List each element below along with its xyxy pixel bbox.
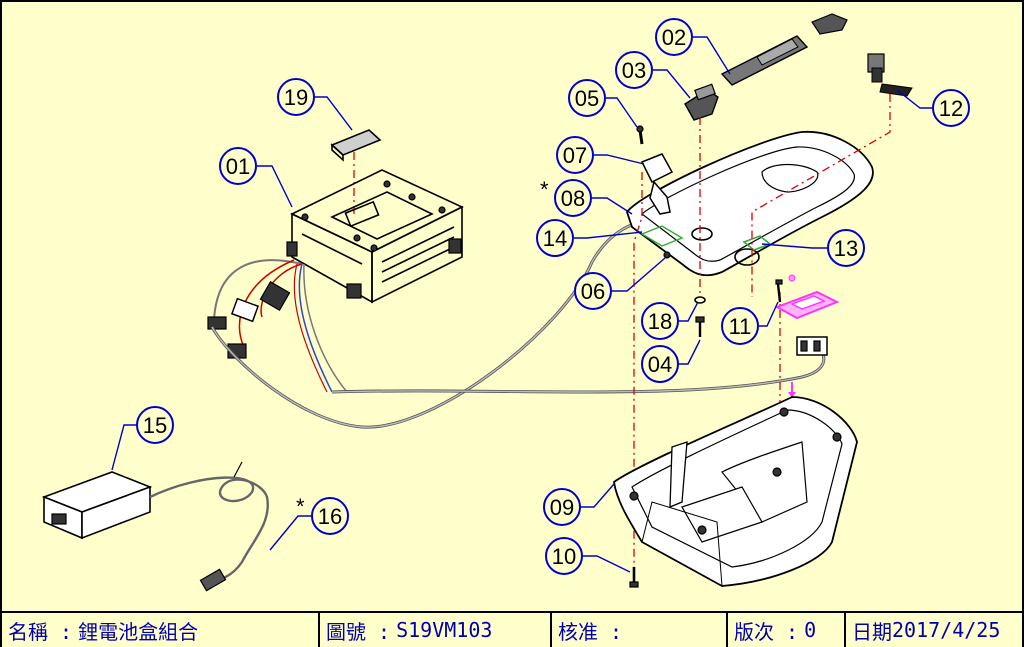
long-cable-top <box>210 219 663 429</box>
version-value: 0 <box>804 618 817 642</box>
svg-text:15: 15 <box>143 413 167 438</box>
svg-text:03: 03 <box>622 58 646 83</box>
svg-text:10: 10 <box>552 544 576 569</box>
title-cell-drawing-no: 圖號 : S19VM103 <box>320 613 552 647</box>
version-label: 版次 : <box>734 619 799 644</box>
svg-text:01: 01 <box>226 154 250 179</box>
part-02-strap <box>720 13 848 86</box>
name-label: 名稱 : <box>8 619 73 644</box>
approval-label: 核准 : <box>558 619 623 644</box>
callout-06: 06 <box>574 257 666 310</box>
svg-text:09: 09 <box>550 495 574 520</box>
part-12-key <box>867 53 913 97</box>
svg-text:06: 06 <box>581 279 605 304</box>
callout-01: 01 <box>219 147 293 208</box>
title-cell-approval: 核准 : <box>552 613 728 647</box>
drawing-value: S19VM103 <box>396 618 493 642</box>
callout-12: 12 <box>896 89 970 127</box>
title-cell-date: 日期 2017/4/25 <box>846 613 1022 647</box>
callout-08: * 08 <box>540 177 633 217</box>
part-01-battery-box <box>286 169 464 304</box>
drawing-label: 圖號 : <box>326 619 391 644</box>
svg-text:02: 02 <box>662 25 686 50</box>
svg-text:16: 16 <box>318 504 342 529</box>
svg-text:12: 12 <box>939 96 963 121</box>
svg-text:08: 08 <box>561 186 585 211</box>
callout-19: 19 <box>277 78 353 131</box>
svg-text:*: * <box>296 494 305 519</box>
callout-16: * 16 <box>269 494 349 551</box>
part-10-screw <box>629 567 639 588</box>
callout-05: 05 <box>568 79 638 128</box>
callout-10: 10 <box>545 537 631 575</box>
date-value: 2017/4/25 <box>892 618 1001 642</box>
long-cable-bottom <box>331 351 826 394</box>
svg-text:14: 14 <box>543 226 567 251</box>
battery-wires <box>207 259 348 393</box>
title-cell-name: 名稱 : 鋰電池盒組合 <box>2 613 320 647</box>
part-09-tray <box>613 396 858 587</box>
callout-03: 03 <box>615 51 691 99</box>
name-value: 鋰電池盒組合 <box>78 619 199 644</box>
part-05-screw <box>636 125 644 145</box>
callout-14: 14 <box>536 219 643 257</box>
callout-09: 09 <box>543 483 615 526</box>
long-cable-top-inner <box>211 220 663 428</box>
part-03-key-switch <box>684 83 719 121</box>
svg-text:07: 07 <box>563 143 587 168</box>
part-08-cover <box>625 131 874 277</box>
part-07-switch <box>640 153 674 215</box>
date-label: 日期 <box>852 619 892 644</box>
svg-text:18: 18 <box>648 309 672 334</box>
callout-04: 04 <box>641 339 701 383</box>
svg-text:19: 19 <box>284 85 308 110</box>
title-cell-version: 版次 : 0 <box>728 613 846 647</box>
part-18-washer <box>694 296 706 304</box>
centerlines <box>633 94 891 587</box>
callout-07: 07 <box>556 136 645 174</box>
part-15-charger <box>41 461 269 592</box>
long-cable-bottom-inner <box>331 351 825 393</box>
svg-text:05: 05 <box>575 86 599 111</box>
callout-02: 02 <box>655 18 731 75</box>
callout-11: 11 <box>721 301 779 345</box>
part-06-nut <box>663 251 671 259</box>
part-19-pad <box>330 129 382 162</box>
part-11-plate <box>774 274 840 398</box>
callout-18: 18 <box>641 301 699 340</box>
exploded-view-drawing: 19 01 02 03 05 07 * 08 14 06 <box>41 13 970 592</box>
svg-text:04: 04 <box>648 352 672 377</box>
svg-text:11: 11 <box>729 314 752 339</box>
part-04-screw <box>695 316 705 337</box>
title-block: 名稱 : 鋰電池盒組合 圖號 : S19VM103 核准 : 版次 : 0 日期… <box>2 611 1022 647</box>
svg-text:*: * <box>540 177 549 202</box>
callout-15: 15 <box>111 406 174 471</box>
svg-text:13: 13 <box>834 236 858 261</box>
callout-13: 13 <box>761 229 865 267</box>
